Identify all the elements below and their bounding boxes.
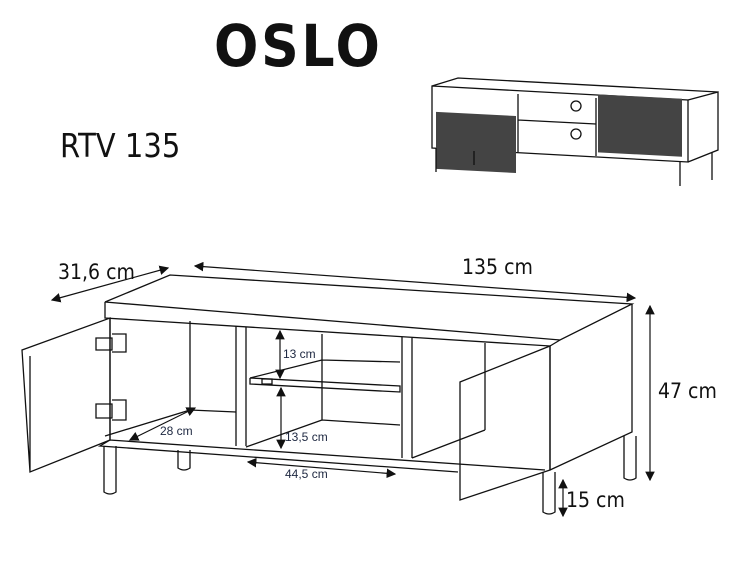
main-cabinet xyxy=(21,274,637,515)
shelf-lower-label: 13,5 cm xyxy=(285,430,328,444)
inner-width-label: 44,5 cm xyxy=(285,467,328,481)
height-label: 47 cm xyxy=(658,379,717,403)
shelf-upper-label: 13 cm xyxy=(283,347,316,361)
width-label: 135 cm xyxy=(462,255,533,279)
dimension-arrows xyxy=(50,261,655,518)
depth-label: 31,6 cm xyxy=(58,260,135,284)
model-name: RTV 135 xyxy=(60,126,181,165)
product-title: OSLO xyxy=(214,12,383,80)
thumbnail-cabinet xyxy=(431,77,719,186)
inner-depth-label: 28 cm xyxy=(160,424,193,438)
leg-height-label: 15 cm xyxy=(566,488,625,512)
